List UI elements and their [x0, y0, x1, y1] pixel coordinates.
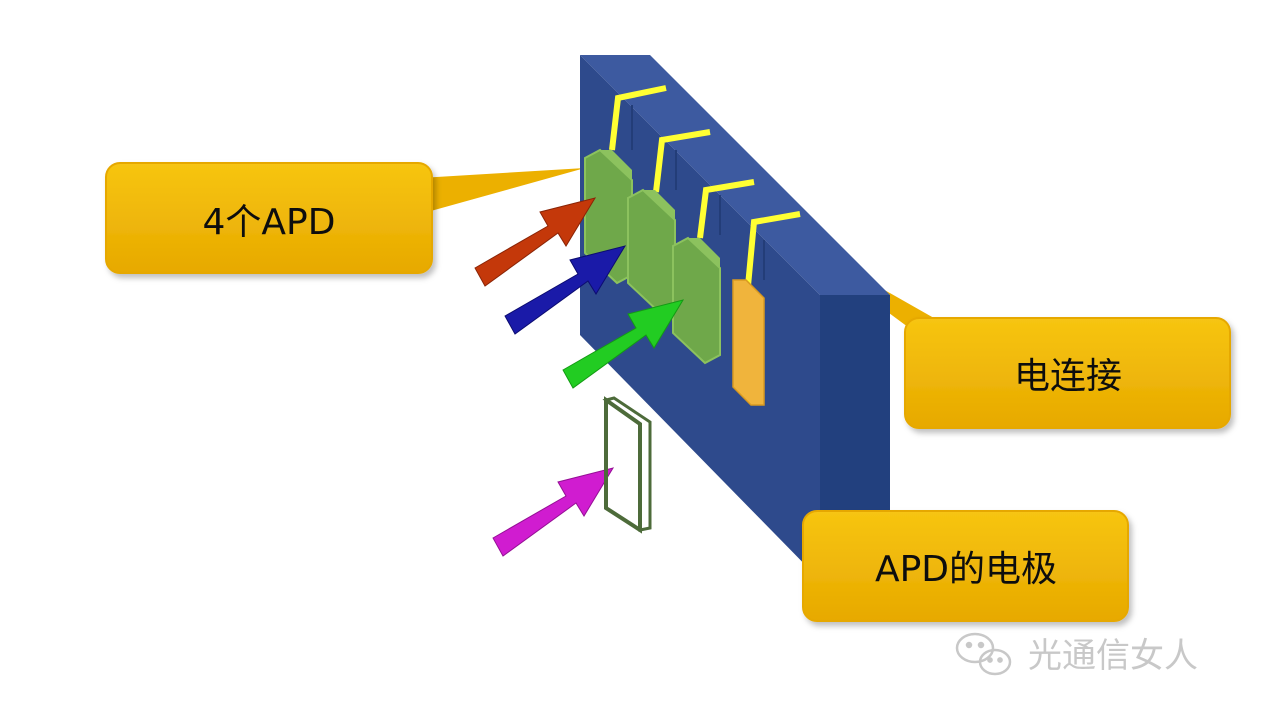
- callout-apd-count-label: 4个APD: [203, 202, 336, 243]
- callout-pointer-apd: [420, 168, 585, 214]
- callout-electrical-connection-label: 电连接: [1014, 356, 1122, 397]
- callout-apd-count-box: [105, 162, 433, 274]
- board-side-face: [820, 295, 890, 580]
- callout-apd-electrode-box: [802, 510, 1129, 622]
- optical-plate: [602, 396, 652, 534]
- arrow-green: [562, 299, 685, 389]
- wire-bond-2: [653, 129, 711, 193]
- wechat-icon: [955, 632, 1012, 676]
- apd-chip-3: [672, 236, 721, 365]
- watermark-label: 光通信女人: [1028, 636, 1198, 676]
- apd-electrode: [732, 279, 765, 406]
- callout-apd-count: 4个APD: [105, 162, 433, 274]
- watermark: 光通信女人: [955, 632, 1198, 676]
- light-arrows: [474, 197, 685, 557]
- arrow-magenta: [492, 467, 615, 557]
- wire-bond-4: [745, 211, 801, 287]
- callout-electrical-connection-box: [904, 317, 1231, 429]
- wire-bond-1: [609, 85, 667, 151]
- callout-electrical-connection: 电连接: [904, 317, 1231, 429]
- callout-apd-electrode: APD的电极: [802, 510, 1129, 622]
- arrow-blue: [504, 245, 627, 335]
- arrow-red: [474, 197, 597, 287]
- wire-bond-3: [697, 179, 755, 239]
- wire-bonds: [609, 85, 801, 287]
- callout-apd-electrode-label: APD的电极: [875, 549, 1057, 590]
- board-top-face: [580, 55, 890, 295]
- optical-plate-edge: [602, 396, 652, 532]
